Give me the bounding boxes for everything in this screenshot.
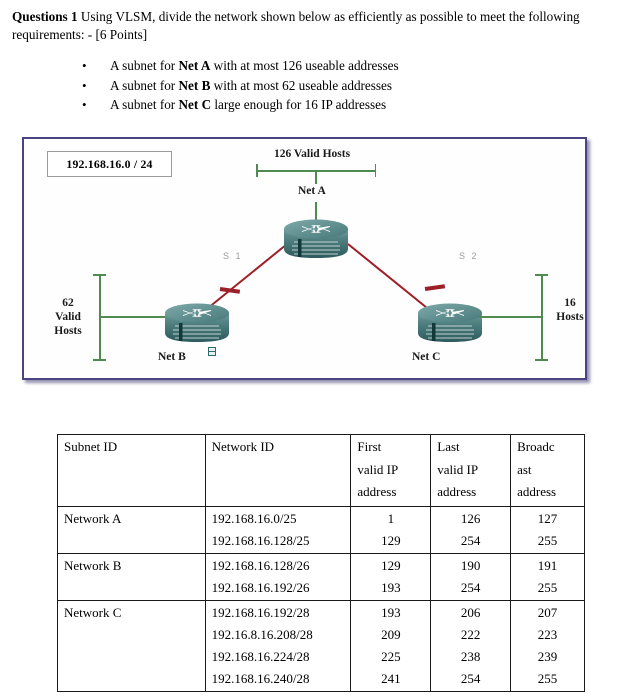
router-b-icon — [163, 302, 231, 344]
table-row: Network C 192.168.16.192/28 192.16.8.16.… — [57, 600, 585, 692]
table-row: Network B 192.168.16.128/26 192.168.16.1… — [57, 553, 585, 601]
lan-b-link — [99, 316, 165, 318]
requirement-pre: A subnet for — [110, 77, 179, 93]
cell-subnet-id: Network C — [57, 600, 206, 692]
requirement-post: with at most 126 useable addresses — [210, 58, 399, 73]
top-bracket-label: 126 Valid Hosts — [274, 148, 351, 160]
requirement-pre: A subnet for — [110, 97, 179, 112]
serial-link-a-b-kink — [219, 287, 241, 294]
question-text: Using VLSM, divide the network shown bel… — [12, 9, 580, 42]
network-diagram: 192.168.16.0 / 24 126 Valid Hosts Net A … — [22, 137, 587, 380]
requirement-net: Net B — [178, 77, 211, 93]
lan-a-drop-upper — [315, 170, 317, 184]
requirement-post: with at most 62 useable addresses — [210, 77, 393, 93]
lan-b-bracket-top-cap — [93, 274, 106, 276]
list-item: • A subnet for Net B with at most 62 usea… — [82, 76, 590, 96]
lan-a-drop-lower — [315, 202, 317, 220]
cell-broadcast-address: 127 255 — [510, 506, 585, 554]
host-icon — [208, 347, 216, 356]
cell-network-id: 192.168.16.0/25 192.168.16.128/25 — [204, 506, 352, 554]
cell-first-valid-ip: 129 193 — [350, 553, 432, 601]
header-first-valid-ip: First valid IP address — [350, 434, 432, 507]
header-last-valid-ip: Last valid IP address — [430, 434, 512, 507]
requirement-pre: A subnet for — [110, 58, 179, 73]
interface-label-s2: S 2 — [459, 251, 479, 261]
question-label: Questions 1 — [12, 9, 78, 24]
bullet-icon: • — [82, 58, 87, 73]
header-subnet-id: Subnet ID — [57, 434, 206, 507]
cell-network-id: 192.168.16.128/26 192.168.16.192/26 — [204, 553, 352, 601]
cell-last-valid-ip: 126 254 — [430, 506, 512, 554]
bullet-icon: • — [82, 97, 87, 112]
requirement-net: Net C — [178, 97, 212, 112]
header-network-id: Network ID — [204, 434, 352, 507]
lan-b-hosts-label: 62 Valid Hosts — [54, 297, 82, 337]
net-a-label: Net A — [298, 185, 326, 197]
cell-first-valid-ip: 1 129 — [350, 506, 432, 554]
interface-label-s1: S 1 — [223, 251, 243, 261]
network-address-value: 192.168.16.0 / 24 — [66, 156, 153, 171]
router-c-icon — [416, 302, 484, 344]
network-address-box: 192.168.16.0 / 24 — [47, 151, 172, 177]
table-row: Network A 192.168.16.0/25 192.168.16.128… — [57, 506, 585, 554]
lan-c-bracket-bottom-cap — [535, 359, 548, 361]
cell-last-valid-ip: 190 254 — [430, 553, 512, 601]
table-header-row: Subnet ID Network ID First valid IP addr… — [57, 434, 585, 507]
question-block: Questions 1 Using VLSM, divide the netwo… — [12, 8, 612, 44]
router-a-icon — [282, 218, 350, 260]
cell-broadcast-address: 191 255 — [510, 553, 585, 601]
requirement-net: Net A — [178, 58, 211, 73]
requirements-list: • A subnet for Net A with at most 126 use… — [60, 56, 590, 115]
cell-subnet-id: Network A — [57, 506, 206, 554]
serial-link-a-c-kink — [424, 284, 446, 291]
lan-c-bracket-top-cap — [535, 274, 548, 276]
subnet-table: Subnet ID Network ID First valid IP addr… — [57, 434, 585, 692]
cell-network-id: 192.168.16.192/28 192.16.8.16.208/28 192… — [204, 600, 352, 692]
net-c-label: Net C — [412, 351, 441, 363]
net-b-label: Net B — [158, 351, 186, 363]
cell-subnet-id: Network B — [57, 553, 206, 601]
cell-last-valid-ip: 206 222 238 254 — [430, 600, 512, 692]
table-body: Network A 192.168.16.0/25 192.168.16.128… — [57, 506, 585, 692]
requirement-post: large enough for 16 IP addresses — [211, 97, 387, 112]
cell-broadcast-address: 207 223 239 255 — [510, 600, 585, 692]
table-header: Subnet ID Network ID First valid IP addr… — [57, 434, 585, 507]
lan-c-link — [479, 316, 543, 318]
lan-b-bracket-bottom-cap — [93, 359, 106, 361]
lan-c-hosts-label: 16 Hosts — [556, 297, 584, 323]
list-item: • A subnet for Net A with at most 126 use… — [82, 56, 590, 76]
lan-a-bracket-left-cap — [256, 164, 258, 177]
diagram-canvas: 192.168.16.0 / 24 126 Valid Hosts Net A … — [24, 139, 585, 378]
lan-a-bracket-right-cap — [374, 164, 377, 177]
header-broadcast-address: Broadc ast address — [510, 434, 585, 507]
question-statement: Questions 1 Using VLSM, divide the netwo… — [12, 8, 612, 44]
bullet-icon: • — [82, 77, 87, 93]
list-item: • A subnet for Net C large enough for 16 … — [82, 95, 590, 115]
cell-first-valid-ip: 193 209 225 241 — [350, 600, 432, 692]
